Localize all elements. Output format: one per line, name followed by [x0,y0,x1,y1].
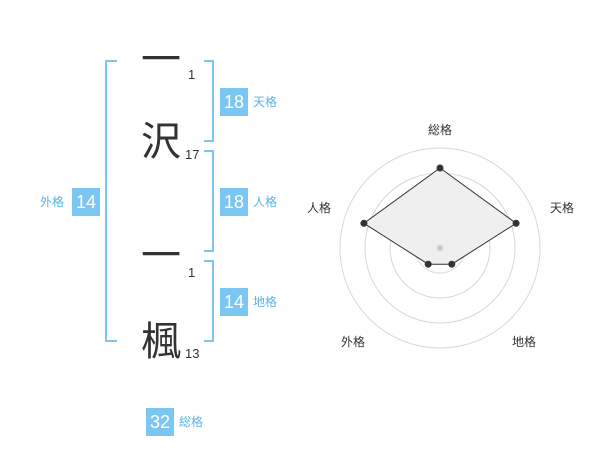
radar-point-0 [436,164,444,172]
tenkaku-badge: 18 [220,88,248,116]
gaikaku-bracket [105,60,117,342]
soukaku-label: 総格 [179,415,204,429]
radar-point-4 [360,219,368,227]
jinkaku-badge: 18 [220,188,248,216]
radar-ring [339,147,541,349]
radar-point-3 [424,260,432,268]
radar-label-chikaku: 地格 [512,334,536,349]
chikaku-label: 地格 [253,295,278,309]
radar-data-polygon [363,167,517,265]
gaikaku-label: 外格 [40,195,65,209]
soukaku-badge: 32 [146,408,174,436]
radar-center-dot [437,245,443,251]
chikaku-badge: 14 [220,288,248,316]
radar-label-jinkaku: 人格 [307,200,331,215]
stroke-count-4: 13 [185,346,200,361]
stroke-count-2: 17 [185,147,200,162]
stroke-count-1: 1 [188,67,196,82]
jinkaku-label: 人格 [253,195,278,209]
radar-point-1 [512,219,520,227]
radar-label-tenkaku: 天格 [550,200,574,215]
radar-point-2 [448,260,456,268]
tenkaku-bracket [204,60,214,142]
radar-label-soukaku: 総格 [428,122,452,137]
name-char-4: 楓 [141,319,181,365]
gaikaku-badge: 14 [72,188,100,216]
stroke-count-3: 1 [188,265,196,280]
name-char-2: 沢 [141,119,181,165]
name-char-1: 一 [141,37,181,83]
name-char-3: 一 [141,233,181,279]
chikaku-bracket [204,260,214,342]
jinkaku-bracket [204,150,214,252]
tenkaku-label: 天格 [253,95,278,109]
radar-label-gaikaku: 外格 [341,334,365,349]
